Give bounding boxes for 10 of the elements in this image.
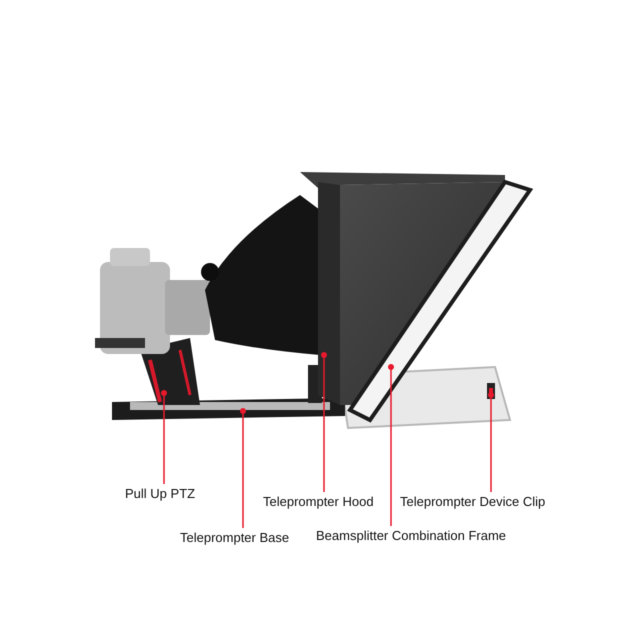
leader-line	[240, 408, 246, 528]
leader-line	[161, 390, 167, 484]
part-label: Teleprompter Hood	[263, 494, 374, 510]
part-label: Teleprompter Device Clip	[400, 494, 546, 510]
part-label: Beamsplitter Combination Frame	[316, 528, 506, 544]
leader-line	[488, 392, 494, 492]
leader-line	[388, 364, 394, 526]
part-label: Pull Up PTZ	[125, 486, 196, 502]
leader-line	[321, 352, 327, 492]
part-label: Teleprompter Base	[180, 530, 290, 546]
